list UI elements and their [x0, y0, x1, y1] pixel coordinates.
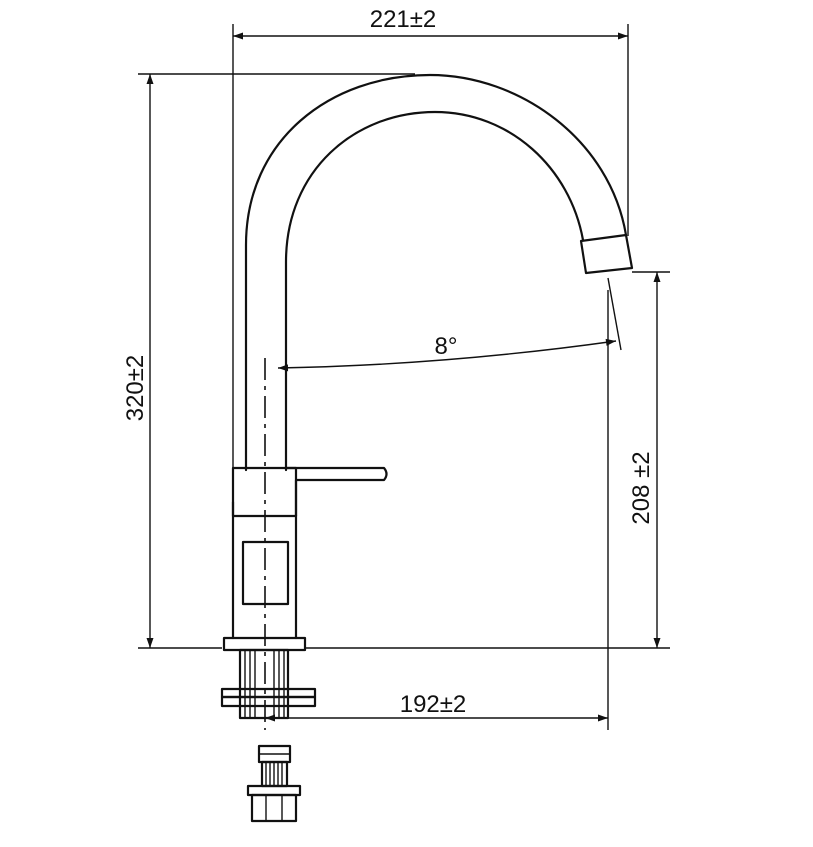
mounting-washer	[220, 687, 317, 699]
dimension-height: 320±2	[122, 74, 154, 648]
spout-outer-contour	[244, 73, 628, 472]
dimension-width: 221±2	[233, 6, 628, 40]
dimension-spout-angle: 8°	[277, 277, 622, 372]
dimension-height-label: 320±2	[122, 355, 149, 422]
dimension-spout-angle-label: 8°	[435, 333, 458, 360]
extension-lines	[138, 24, 670, 730]
dimension-spout-height-label: 208 ±2	[628, 451, 655, 524]
dimension-spout-reach: 192±2	[265, 691, 608, 722]
supply-hose-connector	[246, 744, 302, 823]
faucet-body	[220, 73, 634, 823]
mounting-nut	[220, 695, 317, 708]
dimension-spout-height: 208 ±2	[628, 272, 661, 648]
spout-aerator	[579, 233, 634, 275]
dimension-width-label: 221±2	[370, 6, 437, 33]
spout-inner-contour	[284, 110, 585, 472]
dimension-spout-reach-label: 192±2	[400, 691, 467, 718]
lever-handle	[284, 466, 388, 518]
threaded-shank	[238, 648, 290, 720]
